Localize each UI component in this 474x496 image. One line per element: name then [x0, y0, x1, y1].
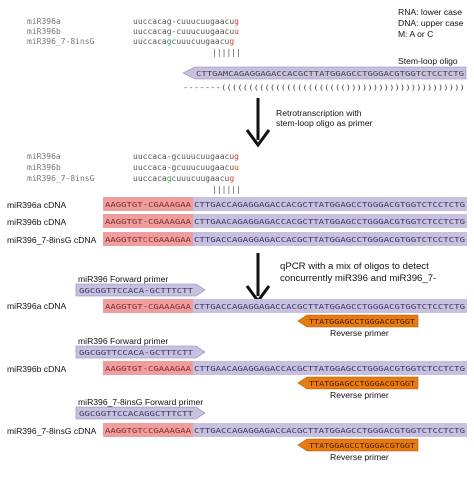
cdna-purple-sequence: CTTGACCAGAGGAGACCACGCTTATGGAGCCTGGGACGTG… — [194, 302, 465, 311]
forward-primer-label: miR396 Forward primer — [78, 274, 168, 284]
reverse-primer-sequence: TTATGGAGCCTGGGACGTGGT — [309, 380, 416, 388]
qpcr-group: miR396 Forward primer GGCGGTTCCACA-GCTTT… — [7, 336, 467, 400]
forward-primer-sequence: GGCGGTTCCACA-GCTTTCTT — [79, 349, 194, 357]
cdna-pink-segment — [103, 361, 193, 375]
step-retrotranscription: Retrotranscription with stem-loop oligo … — [245, 98, 373, 148]
forward-primer-arrow — [75, 345, 206, 359]
reverse-primer-arrow — [297, 438, 419, 452]
mirna-name: miR396b — [27, 27, 61, 36]
forward-primer-label: miR396 Forward primer — [78, 336, 168, 346]
qpcr-group: miR396_7-8insG Forward primer GGCGGTTCCA… — [7, 397, 467, 462]
cdna-pink-sequence: AAGGTGT-CGAAAGAA — [105, 302, 192, 311]
cdna-purple-sequence: CTTGACCAGAGGAGACCACGCTTATGGAGCCTGGGACGTG… — [194, 200, 465, 209]
pairing-ticks: |||||| — [212, 48, 241, 57]
mirna-name: miR396_7-8insG — [27, 37, 95, 46]
cdna-purple-sequence: CTTGACCAGAGGAGACCACGCTTATGGAGCCTGGGACGTG… — [194, 426, 465, 435]
reverse-primer-label: Reverse primer — [330, 390, 389, 400]
cdna-purple-segment — [193, 299, 467, 313]
cdna-purple-segment — [193, 423, 467, 437]
cdna-purple-segment — [193, 361, 467, 375]
reverse-primer-arrow — [297, 376, 419, 390]
cdna-purple-segment — [193, 232, 467, 246]
reverse-primer-sequence: TTATGGAGCCTGGGACGTGGT — [309, 442, 416, 450]
stem-loop-oligo-sequence: CTTGAMCAGAGGAGACCACGCTTATGGAGCCTGGGACGTG… — [196, 69, 464, 78]
cdna-label: miR396a cDNA — [7, 200, 66, 210]
cdna-pink-sequence: AAGGTGT-CGAAAGAA — [105, 217, 192, 226]
stem-loop-label: Stem-loop oligo — [398, 56, 458, 66]
mirna-sequence: uuccacagcuuucuugaacug — [133, 174, 234, 183]
section-cdna: miR396a miR396b miR396_7-8insG uuccaca-g… — [7, 152, 467, 246]
reverse-primer-label: Reverse primer — [330, 328, 389, 338]
mirna-name: miR396a — [27, 17, 61, 26]
step-qpcr: qPCR with a mix of oligos to detect conc… — [245, 253, 436, 304]
mirna-sequence: uuccacagcuuucuugaacug — [133, 37, 234, 46]
step1-text-line-1: Retrotranscription with — [276, 108, 362, 118]
qpcr-group: miR396 Forward primer GGCGGTTCCACA-GCTTT… — [7, 274, 467, 338]
cdna-label: miR396b cDNA — [7, 364, 66, 374]
section-mirna: miR396a miR396b miR396_7-8insG uuccacag-… — [27, 17, 467, 92]
mirna-name: miR396_7-8insG — [27, 174, 95, 183]
legend-line-3: M: A or C — [398, 29, 433, 39]
cdna-pink-segment — [103, 299, 193, 313]
cdna-purple-sequence: CTTGACCAGAGGAGACCACGCTTATGGAGCCTGGGACGTG… — [194, 235, 465, 244]
reverse-primer-arrow — [297, 314, 419, 328]
cdna-purple-sequence: CTTGAACAGAGGAGACCACGCTTATGGAGCCTGGGACGTG… — [194, 364, 465, 373]
cdna-pink-segment — [103, 423, 193, 437]
cdna-pink-segment — [103, 197, 193, 211]
forward-primer-arrow — [75, 406, 206, 420]
cdna-purple-sequence: CTTGAACAGAGGAGACCACGCTTATGGAGCCTGGGACGTG… — [194, 217, 465, 226]
reverse-primer-sequence: TTATGGAGCCTGGGACGTGGT — [309, 318, 416, 326]
mirna-sequence: uuccacag-cuuucuugaacug — [133, 17, 239, 26]
forward-primer-sequence: GGCGGTTCCACA-GCTTTCTT — [79, 287, 194, 295]
mirna-sequence: uuccaca-gcuuucuugaacuu — [133, 163, 239, 172]
cdna-label: miR396a cDNA — [7, 301, 66, 311]
cdna-purple-segment — [193, 214, 467, 228]
legend-line-2: DNA: upper case — [398, 18, 464, 28]
cdna-pink-sequence: AAGGTGT-CGAAAGAA — [105, 364, 192, 373]
forward-primer-sequence: GGCGGTTCCACAGGCTTTCTT — [79, 410, 194, 418]
forward-primer-arrow — [75, 283, 206, 297]
cdna-label: miR396_7-8insG cDNA — [7, 426, 97, 436]
cdna-row: miR396a cDNA AAGGTGT-CGAAAGAA CTTGACCAGA… — [7, 197, 467, 211]
step2-text-line-1: qPCR with a mix of oligos to detect — [280, 261, 429, 272]
cdna-pink-segment — [103, 232, 193, 246]
mirna-sequence: uuccaca-gcuuucuugaacug — [133, 152, 239, 161]
forward-primer-label: miR396_7-8insG Forward primer — [78, 397, 203, 407]
step2-text-line-2: concurrently miR396 and miR396_7- — [280, 273, 436, 284]
pairing-ticks: |||||| — [212, 185, 241, 194]
legend-line-1: RNA: lower case — [398, 7, 462, 17]
mirna-sequence: uuccacag-cuuucuugaacuu — [133, 27, 239, 36]
cdna-label: miR396_7-8insG cDNA — [7, 235, 97, 245]
stem-loop-oligo-arrow — [182, 66, 467, 80]
stem-loop-structure: -------((((((((((((((((((((((())))))))))… — [183, 83, 465, 92]
reverse-primer-label: Reverse primer — [330, 452, 389, 462]
cdna-row: miR396b cDNA AAGGTGT-CGAAAGAA CTTGAACAGA… — [7, 214, 467, 228]
legend: RNA: lower case DNA: upper case M: A or … — [398, 7, 464, 39]
cdna-pink-sequence: AAGGTGT-CGAAAGAA — [105, 200, 192, 209]
mirna-name: miR396b — [27, 163, 61, 172]
down-arrow-head — [245, 129, 271, 148]
cdna-purple-segment — [193, 197, 467, 211]
cdna-pink-segment — [103, 214, 193, 228]
cdna-label: miR396b cDNA — [7, 217, 66, 227]
step1-text-line-2: stem-loop oligo as primer — [276, 118, 373, 128]
mirna-name: miR396a — [27, 152, 61, 161]
